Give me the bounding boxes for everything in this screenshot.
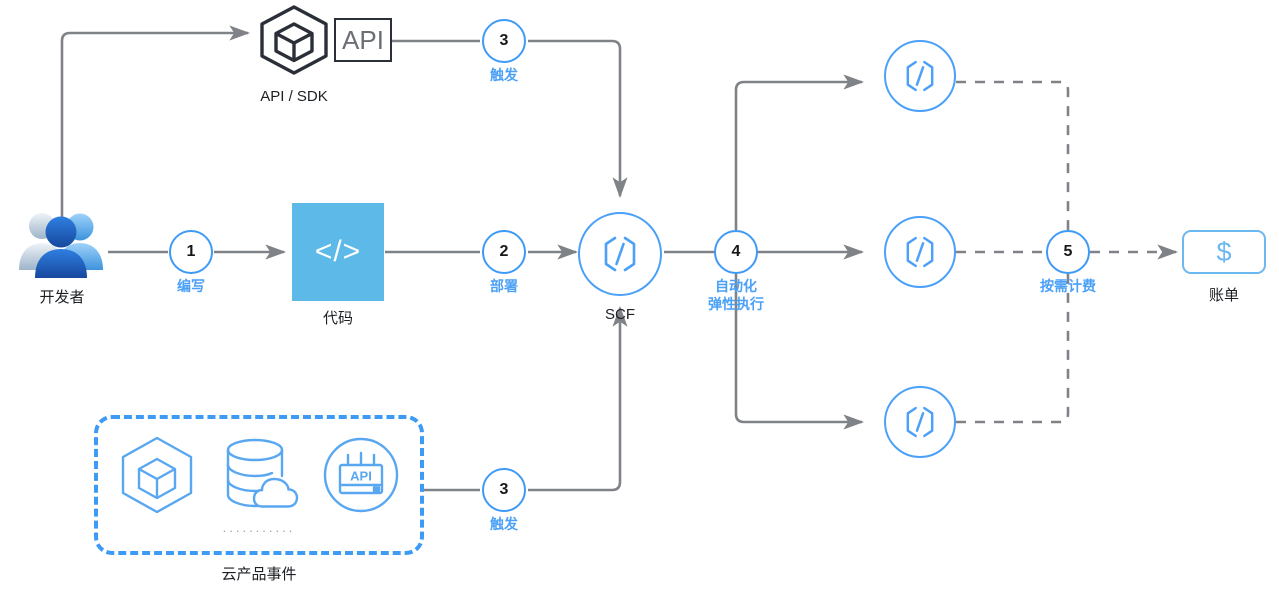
step-4-label-line1: 自动化 xyxy=(715,278,757,294)
step-3-bottom-number: 3 xyxy=(499,481,509,498)
cloud-events-ellipsis: ........... xyxy=(222,520,296,535)
function-instance-bottom xyxy=(884,386,956,458)
api-label-box: API xyxy=(334,18,392,62)
wire-step3-top-to-scf xyxy=(528,39,628,199)
api-gateway-icon: API xyxy=(323,437,399,513)
step-1-label: 编写 xyxy=(177,278,205,294)
cube-icon xyxy=(260,5,328,75)
developer-caption: 开发者 xyxy=(39,289,85,306)
bill-glyph: $ xyxy=(1216,236,1232,267)
function-instance-middle xyxy=(884,216,956,288)
cloud-events-group: API ........... xyxy=(94,415,424,555)
database-cloud-icon xyxy=(226,438,299,508)
step-1-number: 1 xyxy=(186,243,196,260)
code-hexagon-icon xyxy=(906,60,934,92)
step-2-label: 部署 xyxy=(490,278,518,294)
code-hexagon-icon xyxy=(906,406,934,438)
step-5-number: 5 xyxy=(1063,243,1073,260)
step-5-label: 按需计费 xyxy=(1040,278,1096,294)
svg-text:API: API xyxy=(350,469,372,484)
code-block: </> xyxy=(292,203,384,301)
scf-circle xyxy=(578,212,662,296)
step-marker-5: 5 按需计费 xyxy=(1040,230,1096,294)
node-scf: SCF xyxy=(578,212,662,323)
node-code: </> 代码 xyxy=(292,203,384,327)
cloud-events-icon-row: API xyxy=(98,433,420,517)
scf-caption: SCF xyxy=(605,306,635,323)
step-marker-3-top: 3 触发 xyxy=(482,19,526,83)
wire-step4-trunk-up xyxy=(734,74,865,230)
node-developer: 开发者 xyxy=(14,208,110,306)
step-marker-2: 2 部署 xyxy=(482,230,526,294)
cloud-events-caption: 云产品事件 xyxy=(221,566,297,583)
api-sdk-caption: API / SDK xyxy=(260,88,328,105)
bill-box: $ xyxy=(1182,230,1266,274)
step-4-number: 4 xyxy=(731,243,741,260)
node-bill: $ 账单 xyxy=(1182,230,1266,326)
hexagon-cube-icon xyxy=(121,436,193,514)
step-3-top-label: 触发 xyxy=(490,67,518,83)
bill-caption: 账单 xyxy=(1208,287,1239,304)
step-marker-4: 4 自动化 弹性执行 xyxy=(708,230,764,312)
step-4-label: 自动化 弹性执行 xyxy=(708,278,764,313)
code-caption: 代码 xyxy=(322,310,353,327)
wire-fn-top-dashed xyxy=(956,80,1070,230)
step-marker-3-bottom: 3 触发 xyxy=(482,468,526,532)
step-marker-1: 1 编写 xyxy=(169,230,213,294)
code-hexagon-icon xyxy=(906,236,934,268)
step-3-top-number: 3 xyxy=(499,32,509,49)
step-4-label-line2: 弹性执行 xyxy=(708,295,764,312)
function-instance-top xyxy=(884,40,956,112)
node-api-sdk: API API / SDK xyxy=(256,4,402,105)
code-hexagon-icon xyxy=(604,236,636,272)
people-group-icon xyxy=(19,213,103,278)
node-cloud-events: API ........... 云产品事件 xyxy=(94,415,424,583)
step-2-number: 2 xyxy=(499,243,509,260)
step-3-bottom-label: 触发 xyxy=(490,516,518,532)
wire-step3-bottom-to-scf xyxy=(528,305,628,492)
wire-fn-bottom-dashed xyxy=(956,274,1070,424)
api-box-text: API xyxy=(342,24,384,55)
code-glyph: </> xyxy=(314,235,362,268)
